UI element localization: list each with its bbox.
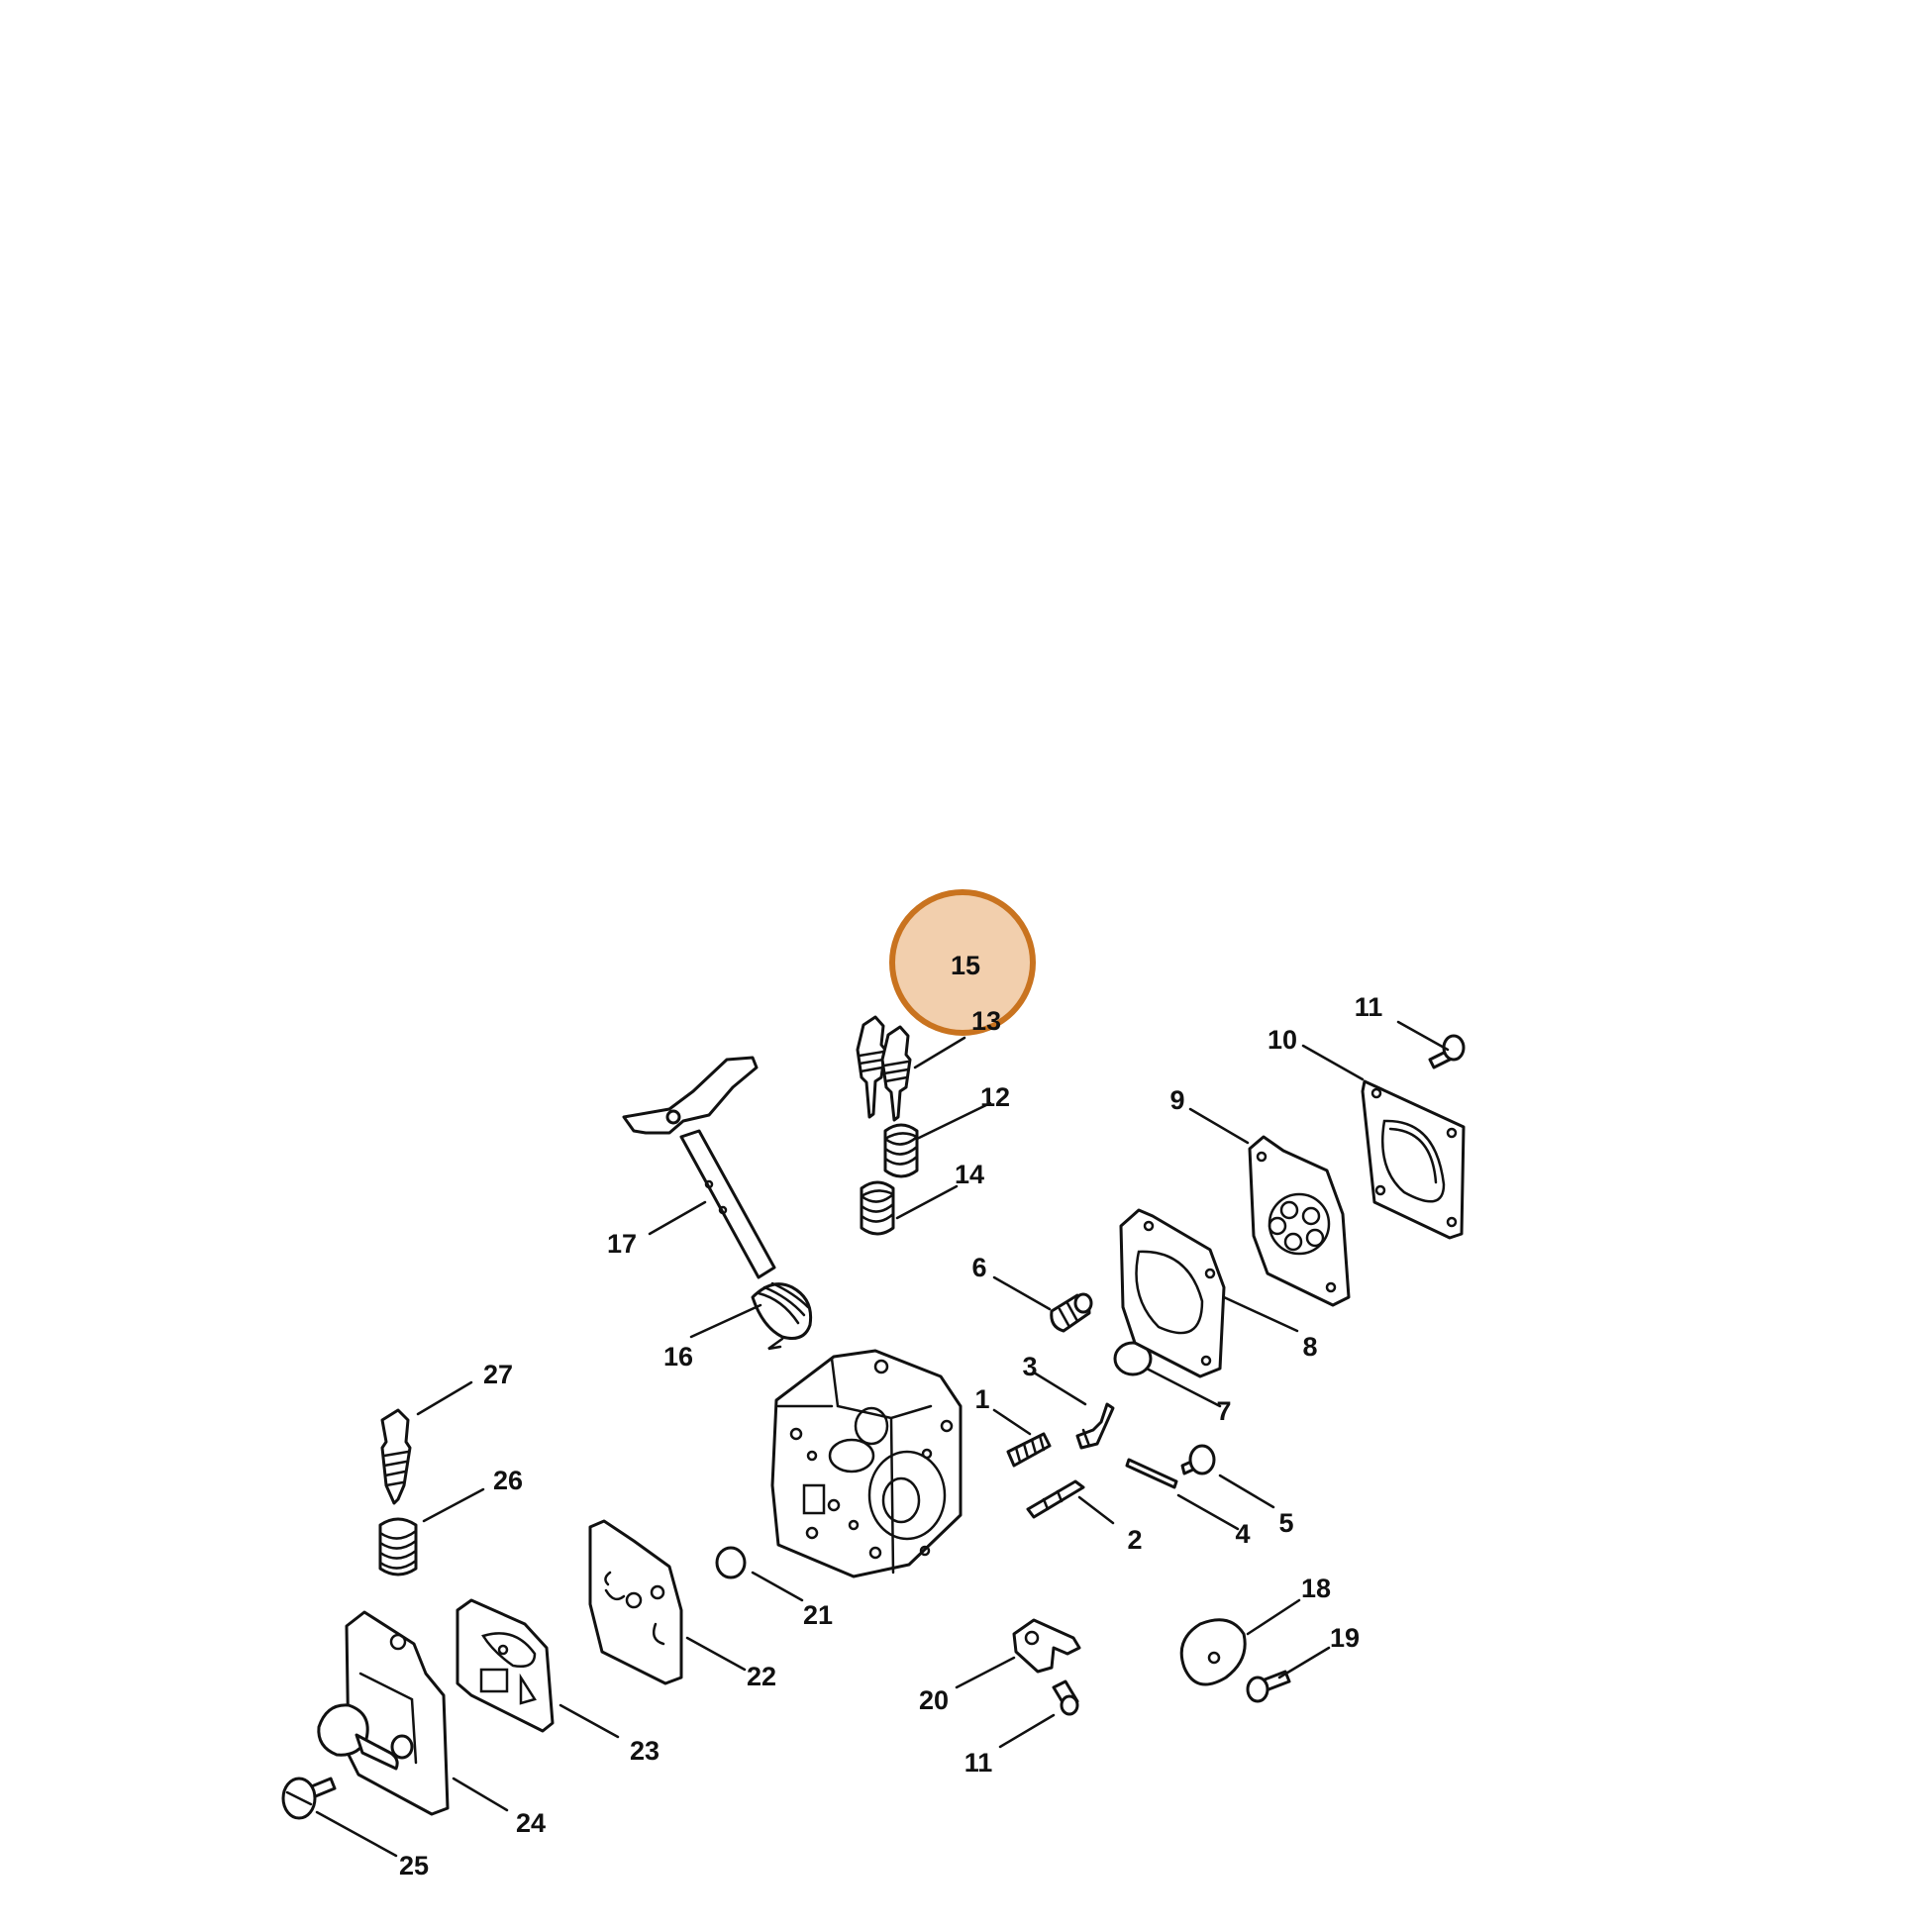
callout-22[interactable]: 22	[747, 1662, 776, 1691]
callout-12[interactable]: 12	[980, 1082, 1010, 1112]
part-27-adjusting-screw	[380, 1408, 412, 1505]
part-5-screw	[1180, 1444, 1216, 1475]
callout-labels: 15 13 12 14 17 16 11 10 9 6 8 7 3 1 2 4 …	[399, 951, 1382, 1881]
callout-7[interactable]: 7	[1216, 1396, 1231, 1426]
callout-15[interactable]: 15	[951, 951, 980, 980]
callout-14[interactable]: 14	[955, 1160, 984, 1189]
part-2-pin	[1026, 1479, 1085, 1519]
callout-24[interactable]: 24	[516, 1808, 546, 1838]
callout-26[interactable]: 26	[493, 1466, 523, 1495]
callout-17[interactable]: 17	[607, 1229, 637, 1259]
part-16-torsion-spring	[751, 1281, 813, 1351]
callout-1[interactable]: 1	[974, 1384, 989, 1414]
carburetor-body	[770, 1349, 963, 1578]
part-21-screen	[715, 1546, 747, 1579]
part-26-spring	[378, 1517, 418, 1576]
callout-10[interactable]: 10	[1268, 1025, 1297, 1055]
part-23-diaphragm	[456, 1598, 555, 1733]
part-20-lever	[1012, 1618, 1081, 1674]
part-14-spring	[860, 1180, 895, 1236]
leader-lines	[315, 1020, 1450, 1858]
part-18-disc	[1179, 1618, 1247, 1686]
callout-11-bottom[interactable]: 11	[964, 1748, 993, 1778]
part-3-needle	[1075, 1402, 1115, 1450]
callout-6[interactable]: 6	[971, 1253, 986, 1282]
callout-8[interactable]: 8	[1302, 1332, 1317, 1362]
callout-18[interactable]: 18	[1301, 1574, 1331, 1603]
callout-3[interactable]: 3	[1022, 1352, 1037, 1381]
part-15-13-adjusting-screws	[856, 1015, 912, 1122]
callout-19[interactable]: 19	[1330, 1623, 1360, 1653]
callout-9[interactable]: 9	[1169, 1085, 1184, 1115]
part-24-pump-cover	[317, 1610, 450, 1816]
part-22-gasket	[588, 1519, 683, 1685]
callout-13[interactable]: 13	[971, 1006, 1001, 1036]
callout-16[interactable]: 16	[663, 1342, 693, 1372]
part-6-fitting	[1050, 1292, 1093, 1333]
callout-4[interactable]: 4	[1235, 1519, 1250, 1549]
part-8-gasket	[1119, 1208, 1226, 1378]
part-25-screw	[281, 1777, 337, 1820]
callout-20[interactable]: 20	[919, 1685, 949, 1715]
part-11-screw-bottom	[1052, 1679, 1079, 1716]
part-7-disc	[1113, 1341, 1153, 1376]
part-4-axle	[1125, 1458, 1178, 1489]
callout-21[interactable]: 21	[803, 1600, 833, 1630]
callout-11-top[interactable]: 11	[1355, 992, 1383, 1022]
part-19-screw	[1246, 1670, 1291, 1703]
part-9-diaphragm	[1248, 1135, 1351, 1307]
part-10-cover	[1361, 1079, 1466, 1240]
part-11-screw-top	[1428, 1034, 1466, 1069]
part-1-spring	[1006, 1432, 1052, 1468]
callout-27[interactable]: 27	[483, 1360, 513, 1389]
part-17-throttle-shaft	[622, 1056, 776, 1279]
part-12-spring	[883, 1123, 919, 1178]
callout-2[interactable]: 2	[1127, 1525, 1142, 1555]
highlight-marker-15[interactable]	[889, 889, 1036, 1036]
callout-5[interactable]: 5	[1278, 1508, 1293, 1538]
callout-25[interactable]: 25	[399, 1851, 429, 1881]
callout-23[interactable]: 23	[630, 1736, 659, 1766]
